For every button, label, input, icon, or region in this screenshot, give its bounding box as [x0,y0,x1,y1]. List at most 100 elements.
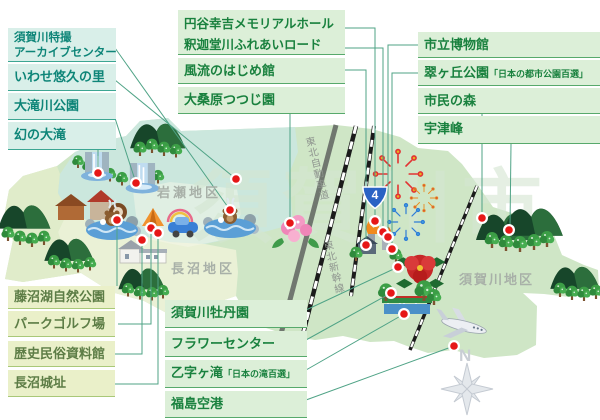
mountain-icon [0,205,51,229]
label-text: 風流のはじめ館 [184,63,276,78]
marker-flower-center[interactable] [385,287,397,299]
campsite-icon [142,208,198,238]
tree-icon [71,258,85,273]
label-tsuburaya-memorial-hall[interactable]: 円谷幸吉メモリアルホール [184,17,334,31]
map-label-iwase-yukyu-no-sato[interactable]: いわせ悠久の里 [8,64,116,91]
leader-otakigawa-park [112,111,137,184]
tree-icon [37,230,51,245]
tohoku-shinkansen-railway [299,125,359,339]
leader-otsuji-ga-taki [305,313,405,371]
tree-icon [72,155,84,168]
label-text: 歴史民俗資料館 [14,346,106,361]
leader-iwase-yukyu-no-sato [114,79,237,180]
marker-naganuma-joshi[interactable] [152,227,164,239]
leader-lines [97,27,512,401]
label-note: 「日本の滝百選」 [223,369,296,379]
label-note: 「日本の都市公園百選」 [489,69,589,79]
label-text: 幻の大滝 [14,127,67,142]
map-label-city-museum[interactable]: 市立博物館 [418,32,600,58]
marker-otakigawa-park[interactable] [130,177,142,189]
map-label-okuwabara-tsutsuji-en[interactable]: 大桑原つつじ園 [178,87,345,114]
label-text: 大桑原つつじ園 [184,92,276,107]
label-text: パークゴルフ場 [14,316,106,331]
map-label-naganuma-joshi[interactable]: 長沼城址 [8,370,115,397]
marker-iwase-yukyu-no-sato[interactable] [230,173,242,185]
marker-rekishi-minzoku-shiryokan[interactable] [136,234,148,246]
suigun-line-railway [408,185,479,351]
marker-furyu-no-hajime-kan[interactable] [360,239,372,251]
leader-tsuburaya-memorial [342,27,376,221]
marker-fujinumako-park[interactable] [111,214,123,226]
compass-north-label: N [459,346,472,365]
tree-icon [13,230,27,245]
district-label-iwase: 岩瀬地区 [157,185,222,200]
leader-park-golf-jo [118,228,152,325]
leader-midorigaoka-park [391,72,418,249]
marker-otsuji-ga-taki[interactable] [398,308,410,320]
label-text: 市民の森 [424,93,477,108]
map-label-fukushima-airport[interactable]: 福島空港 [165,391,307,418]
marker-okuwabara-tsutsuji-en[interactable] [284,217,296,229]
label-text: 藤沼湖自然公園 [14,289,106,304]
tree-icon [1,226,15,241]
leader-rekishi-minzoku-shiryokan [115,240,143,355]
tree-icon [25,232,39,247]
marker-tokusatsu-archive[interactable] [224,204,236,216]
marker-city-museum[interactable] [382,231,394,243]
marker-maboroshi-no-otaki[interactable] [92,167,104,179]
label-text: 大滝川公園 [14,98,80,113]
map-label-utsumine[interactable]: 宇津峰 [418,116,600,144]
white-building-icon [118,240,167,264]
map-label-sukagawa-tokusatsu-archive-center[interactable]: 須賀川特撮 アーカイブセンター [8,28,117,62]
label-text: いわせ悠久の里 [14,69,106,84]
marker-tsuburaya-memorial[interactable] [369,215,381,227]
label-text: 翠ヶ丘公園 [424,65,490,80]
hot-spring-monkey-icon [202,197,260,239]
leader-shakadogawa-road [342,47,384,232]
leader-flower-center [305,292,392,341]
route-number: 4 [371,188,379,202]
marker-botan-en[interactable] [392,261,404,273]
district-label-sukagawa: 須賀川地区 [459,272,535,287]
label-text: 宇津峰 [424,121,464,136]
label-text: 市立博物館 [424,37,490,52]
marker-shimin-no-mori[interactable] [476,212,488,224]
leader-city-museum [387,44,418,237]
map-label-otsuji-ga-taki[interactable]: 乙字ヶ滝「日本の滝百選」 [165,360,307,388]
map-label-rekishi-minzoku-shiryokan[interactable]: 歴史民俗資料館 [8,341,115,367]
district-label-naganuma: 長沼地区 [171,261,236,276]
tree-icon [115,171,129,186]
label-text: 長沼城址 [14,375,67,390]
label-text: フラワーセンター [171,336,276,351]
label-shakadogawa-fureai-road[interactable]: 釈迦堂川ふれあいロード [184,38,322,53]
airplane-icon [436,307,487,339]
leader-botan-en [305,266,399,311]
leader-naganuma-joshi [115,233,159,385]
tohoku-main-line-railway [349,125,376,297]
label-text: 須賀川牡丹園 [171,305,250,320]
leader-utsumine [509,143,512,229]
map-label-park-golf-jo[interactable]: パークゴルフ場 [8,311,115,337]
fireworks-icon [409,183,439,213]
label-text: 福島空港 [171,396,224,411]
map-label-maboroshi-no-otaki[interactable]: 幻の大滝 [8,122,116,150]
map-label-otakigawa-park[interactable]: 大滝川公園 [8,93,116,120]
label-line1: 須賀川特撮 [14,32,72,44]
map-label-tsuburaya-and-shakadogawa[interactable]: 円谷幸吉メモリアルホール 釈迦堂川ふれあいロード [178,10,345,55]
map-label-sukagawa-botan-en[interactable]: 須賀川牡丹園 [165,300,307,328]
route-4-sign: 4 [362,186,388,210]
map-label-flower-center[interactable]: フラワーセンター [165,331,307,357]
label-text: 乙字ヶ滝 [171,365,224,380]
map-label-shimin-no-mori[interactable]: 市民の森 [418,88,600,114]
compass-rose-icon [440,362,494,416]
route-shield-icon [362,186,388,210]
map-label-midorigaoka-park[interactable]: 翠ヶ丘公園「日本の都市公園百選」 [418,60,600,86]
map-label-furyu-no-hajime-kan[interactable]: 風流のはじめ館 [178,58,345,84]
marker-utsumine[interactable] [503,224,515,236]
map-label-fujinumako-nature-park[interactable]: 藤沼湖自然公園 [8,286,115,309]
label-line2: アーカイブセンター [14,46,117,59]
leader-fukushima-airport [305,345,455,401]
marker-midorigaoka-park[interactable] [386,243,398,255]
